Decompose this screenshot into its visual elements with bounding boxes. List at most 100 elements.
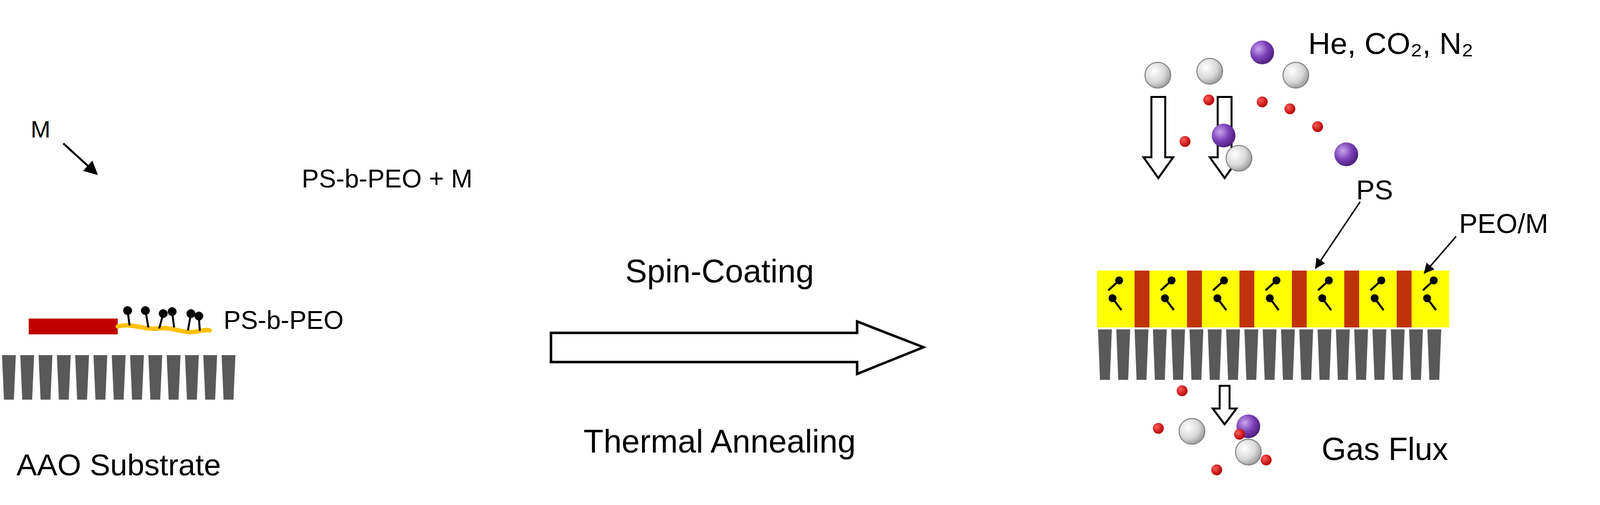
- ps-domain: [1344, 270, 1360, 328]
- label-holder: PS-b-PEO + M: [301, 164, 473, 193]
- ps-domain: [1187, 270, 1202, 328]
- text-label: PS-b-PEO: [223, 306, 344, 335]
- ps-domain: [1396, 270, 1412, 328]
- pore-wall: [184, 355, 199, 400]
- text-label: PS: [1356, 174, 1394, 206]
- membrane: [1097, 270, 1450, 328]
- gas-molecules: [1144, 40, 1359, 476]
- pore-wall: [203, 355, 218, 400]
- he-molecule: [1282, 62, 1309, 89]
- pore-wall: [166, 355, 181, 400]
- pore-wall: [1097, 329, 1112, 380]
- pore-wall: [1262, 329, 1277, 380]
- he-molecule: [1235, 439, 1262, 465]
- process-arrow: [550, 321, 924, 374]
- pore-wall: [75, 355, 90, 400]
- aao-substrate: [1097, 329, 1442, 380]
- label-holder: Thermal Annealing: [583, 423, 856, 460]
- pore-wall: [1299, 329, 1314, 380]
- co2-molecule: [1176, 385, 1188, 397]
- pore-wall: [1171, 329, 1186, 380]
- text-label: He, CO₂, N₂: [1308, 26, 1474, 61]
- leader-line: [1315, 201, 1361, 269]
- additive-molecule: [1265, 294, 1279, 311]
- label-holder: PS-b-PEO: [223, 306, 344, 335]
- pore-wall: [130, 355, 144, 400]
- pore-wall: [1354, 329, 1369, 380]
- additive-molecule: [1422, 276, 1438, 291]
- pore-wall: [221, 355, 236, 400]
- pore-wall: [1152, 329, 1167, 380]
- additive-molecule: [1422, 294, 1436, 311]
- text-label: AAO Substrate: [16, 448, 222, 482]
- additive-molecule: [1318, 294, 1331, 311]
- co2-molecule: [1260, 454, 1272, 466]
- co2-molecule: [1256, 96, 1268, 108]
- additive-molecule: [1213, 276, 1229, 291]
- text-label: PEO/M: [1459, 208, 1549, 239]
- additive-molecule: [140, 306, 150, 328]
- label-holder: Spin-Coating: [625, 253, 815, 290]
- label-holder: AAO Substrate: [16, 448, 222, 482]
- additive-molecule: [1108, 294, 1122, 311]
- n2-molecule: [1334, 142, 1359, 167]
- pore-wall: [1244, 329, 1259, 380]
- he-molecule: [1179, 418, 1205, 445]
- pore-wall: [1372, 329, 1387, 380]
- pore-wall: [20, 355, 35, 400]
- label-holder: Gas Flux: [1321, 431, 1449, 467]
- ps-block: [28, 318, 118, 335]
- additive-molecule: [1265, 276, 1281, 291]
- label-holder: PEO/M: [1459, 208, 1549, 239]
- aao-substrate: [1, 355, 236, 400]
- pore-wall: [1280, 329, 1295, 380]
- additive-molecule: [1370, 276, 1386, 291]
- pore-wall: [1, 355, 16, 400]
- additive-molecule: [1160, 294, 1174, 311]
- n2-molecule: [1211, 123, 1236, 148]
- leader-line: [1424, 236, 1457, 274]
- pore-wall: [56, 355, 71, 400]
- pore-wall: [1189, 329, 1204, 380]
- text-label: Thermal Annealing: [583, 423, 856, 460]
- additive-molecule: [1213, 294, 1227, 311]
- pore-wall: [1207, 329, 1222, 380]
- text-label: Spin-Coating: [625, 253, 815, 290]
- pore-wall: [1226, 329, 1240, 380]
- pointer-arrow: [63, 143, 97, 175]
- additive-molecule: [1318, 276, 1333, 291]
- pore-wall: [38, 355, 53, 400]
- he-molecule: [1226, 145, 1252, 172]
- pore-wall: [1116, 329, 1131, 380]
- co2-molecule: [1312, 121, 1324, 133]
- additive-molecule: [1108, 276, 1124, 291]
- additive-molecules: [123, 306, 204, 331]
- label-holder: M: [30, 116, 51, 143]
- pore-wall: [93, 355, 108, 400]
- additive-molecule: [1160, 276, 1176, 291]
- flux-arrow: [1212, 385, 1237, 425]
- peo-domain: [1097, 270, 1450, 328]
- he-molecule: [1196, 58, 1223, 85]
- text-label: Gas Flux: [1321, 431, 1449, 467]
- pore-wall: [1390, 329, 1405, 380]
- pore-wall: [1409, 329, 1423, 380]
- pore-wall: [1134, 329, 1149, 380]
- ps-domain: [1291, 270, 1307, 328]
- co2-molecule: [1284, 103, 1296, 115]
- label-holder: PS: [1356, 174, 1394, 206]
- ps-domain: [1134, 270, 1150, 328]
- co2-molecule: [1211, 464, 1223, 476]
- pore-wall: [1335, 329, 1350, 380]
- pore-wall: [1317, 329, 1332, 380]
- pore-wall: [111, 355, 126, 400]
- pore-wall: [1427, 329, 1442, 380]
- ps-domain: [1239, 270, 1255, 328]
- additive-molecule: [167, 307, 177, 328]
- additive-molecule: [1370, 294, 1384, 311]
- additive-molecule: [123, 306, 133, 326]
- co2-molecule: [1152, 422, 1164, 434]
- he-molecule: [1144, 62, 1171, 89]
- co2-molecule: [1203, 94, 1215, 106]
